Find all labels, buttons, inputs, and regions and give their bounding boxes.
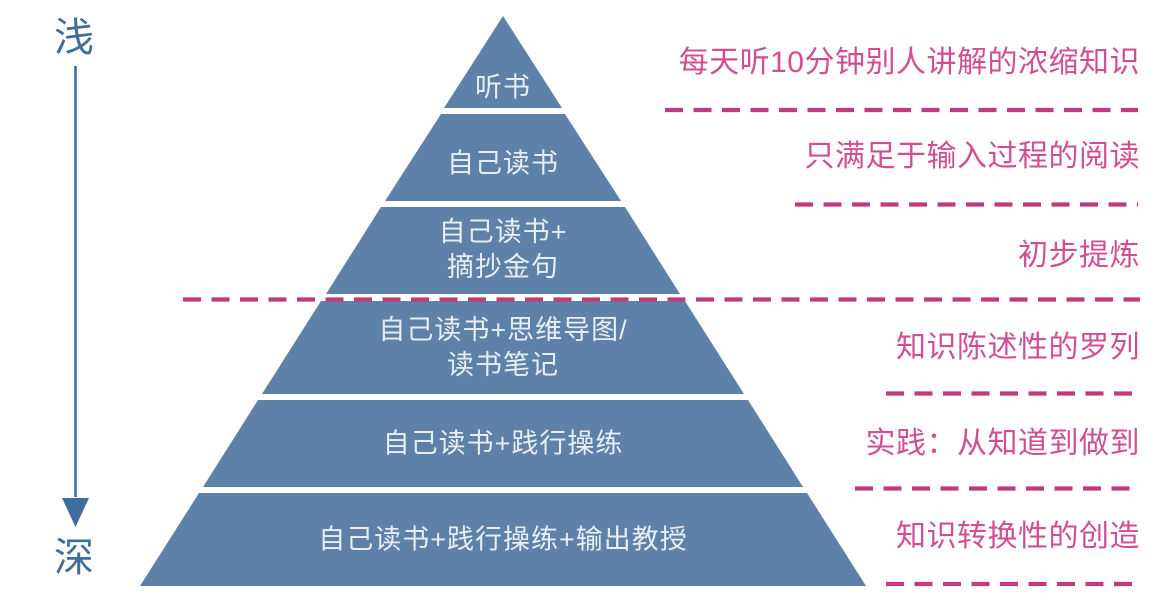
pyramid-level-1-shape bbox=[444, 16, 562, 108]
pyramid-level-2-label: 自己读书 bbox=[447, 147, 559, 182]
annotation-level-3: 初步提炼 bbox=[1018, 239, 1140, 272]
pyramid-level-3-label: 自己读书+ 摘抄金句 bbox=[439, 215, 568, 285]
pyramid-level-3-shape bbox=[326, 207, 680, 294]
pyramid-level-1-label: 听书 bbox=[475, 71, 531, 106]
depth-axis-shallow-label: 浅 bbox=[54, 16, 94, 60]
pyramid-level-6-label: 自己读书+践行操练+输出教授 bbox=[318, 523, 688, 558]
depth-axis-deep-label: 深 bbox=[54, 536, 94, 580]
annotation-level-4: 知识陈述性的罗列 bbox=[896, 331, 1140, 364]
pyramid-level-4-label-line-2: 读书笔记 bbox=[447, 350, 559, 380]
pyramid-level-3-label-line-1: 自己读书+ bbox=[438, 217, 568, 247]
pyramid-level-3-label-line-2: 摘抄金句 bbox=[447, 252, 559, 282]
arrow-down-icon bbox=[62, 498, 89, 527]
annotation-level-6: 知识转换性的创造 bbox=[896, 520, 1140, 553]
pyramid-level-2-label-line: 自己读书 bbox=[447, 148, 559, 179]
pyramid-level-6-shape bbox=[140, 493, 866, 586]
pyramid-level-5-label-line: 自己读书+践行操练 bbox=[382, 428, 624, 459]
pyramid-level-4-label: 自己读书+思维导图/ 读书笔记 bbox=[378, 313, 627, 383]
pyramid-level-5-shape bbox=[203, 400, 803, 487]
annotation-level-1: 每天听10分钟别人讲解的浓缩知识 bbox=[678, 46, 1140, 79]
annotation-level-2: 只满足于输入过程的阅读 bbox=[804, 140, 1140, 173]
pyramid-level-5-label: 自己读书+践行操练 bbox=[383, 427, 624, 462]
pyramid-level-6-label-line: 自己读书+践行操练+输出教授 bbox=[318, 524, 688, 555]
pyramid-level-1-label-line: 听书 bbox=[475, 72, 531, 103]
pyramid-level-4-label-line-1: 自己读书+思维导图/ bbox=[378, 315, 628, 345]
annotation-level-5: 实践：从知道到做到 bbox=[865, 427, 1140, 460]
pyramid-level-2-shape bbox=[385, 114, 621, 201]
pyramid-level-4-shape bbox=[262, 301, 744, 394]
